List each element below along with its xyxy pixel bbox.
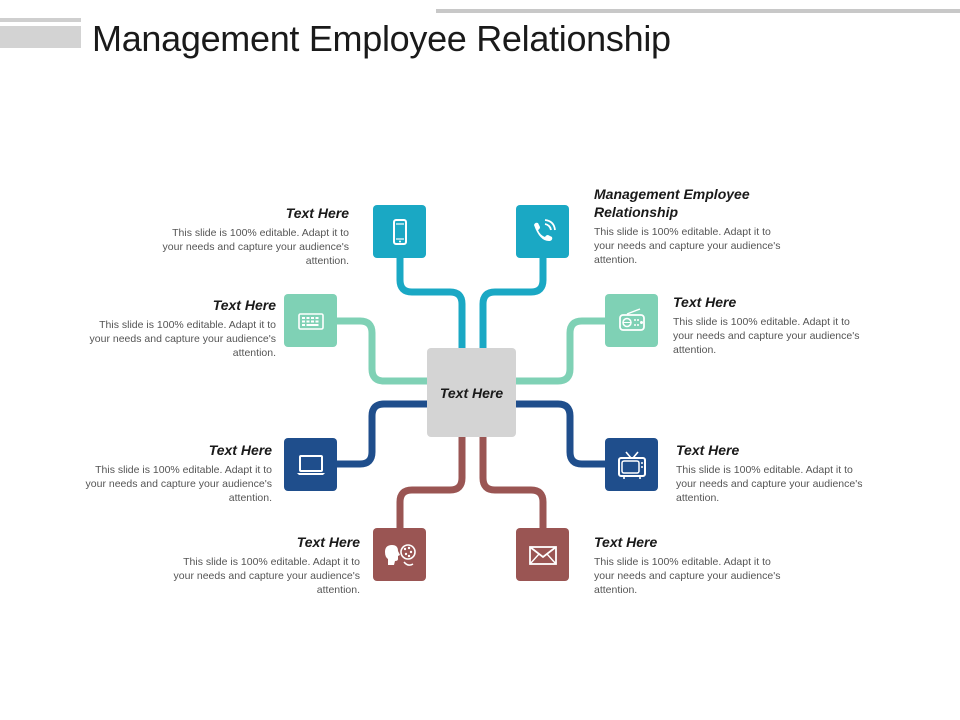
decor-bar-left: [0, 26, 81, 48]
item-right-2: Text Here This slide is 100% editable. A…: [673, 293, 873, 357]
decor-bar-top: [0, 18, 81, 22]
item-left-3: Text Here This slide is 100% editable. A…: [72, 441, 272, 505]
center-hub: Text Here: [427, 348, 516, 437]
connector-brown-left: [396, 433, 466, 532]
item-body: This slide is 100% editable. Adapt it to…: [173, 556, 360, 596]
conversation-heads-icon: [384, 543, 416, 566]
connector-cyan-left: [396, 254, 466, 354]
item-body: This slide is 100% editable. Adapt it to…: [89, 319, 276, 359]
node-envelope: [516, 528, 569, 581]
item-title: Text Here: [296, 534, 360, 550]
item-right-1: Management Employee Relationship This sl…: [594, 185, 794, 267]
item-body: This slide is 100% editable. Adapt it to…: [594, 226, 781, 266]
connector-cyan-right: [479, 254, 547, 354]
node-laptop: [284, 438, 337, 491]
television-icon: [617, 450, 646, 479]
item-right-4: Text Here This slide is 100% editable. A…: [594, 533, 794, 597]
phone-call-icon: [533, 218, 556, 241]
connector-brown-right: [479, 433, 547, 532]
connector-navy-right: [510, 400, 609, 468]
item-title: Text Here: [594, 534, 658, 550]
item-body: This slide is 100% editable. Adapt it to…: [673, 316, 860, 356]
node-television: [605, 438, 658, 491]
item-body: This slide is 100% editable. Adapt it to…: [162, 227, 349, 267]
item-left-4: Text Here This slide is 100% editable. A…: [160, 533, 360, 597]
item-title: Text Here: [212, 297, 276, 313]
node-radio: [605, 294, 658, 347]
keyboard-icon: [297, 312, 324, 330]
connector-mint-right: [510, 317, 609, 385]
item-title: Text Here: [285, 205, 349, 221]
item-body: This slide is 100% editable. Adapt it to…: [85, 464, 272, 504]
node-mobile: [373, 205, 426, 258]
envelope-icon: [528, 545, 557, 565]
hub-label: Text Here: [439, 384, 504, 401]
item-title: Text Here: [673, 294, 737, 310]
radio-icon: [618, 307, 645, 331]
item-body: This slide is 100% editable. Adapt it to…: [676, 464, 863, 504]
decor-line-right: [436, 9, 960, 13]
item-title: Text Here: [208, 442, 272, 458]
item-left-2: Text Here This slide is 100% editable. A…: [76, 296, 276, 360]
item-title: Management Employee Relationship: [594, 186, 750, 220]
mobile-phone-icon: [392, 218, 407, 245]
connector-mint-left: [333, 317, 434, 385]
node-phone-call: [516, 205, 569, 258]
laptop-icon: [296, 454, 325, 475]
page-title: Management Employee Relationship: [92, 18, 671, 59]
item-body: This slide is 100% editable. Adapt it to…: [594, 556, 781, 596]
item-right-3: Text Here This slide is 100% editable. A…: [676, 441, 876, 505]
node-keyboard: [284, 294, 337, 347]
item-left-1: Text Here This slide is 100% editable. A…: [149, 204, 349, 268]
connector-navy-left: [333, 400, 434, 468]
item-title: Text Here: [676, 442, 740, 458]
node-conversation: [373, 528, 426, 581]
